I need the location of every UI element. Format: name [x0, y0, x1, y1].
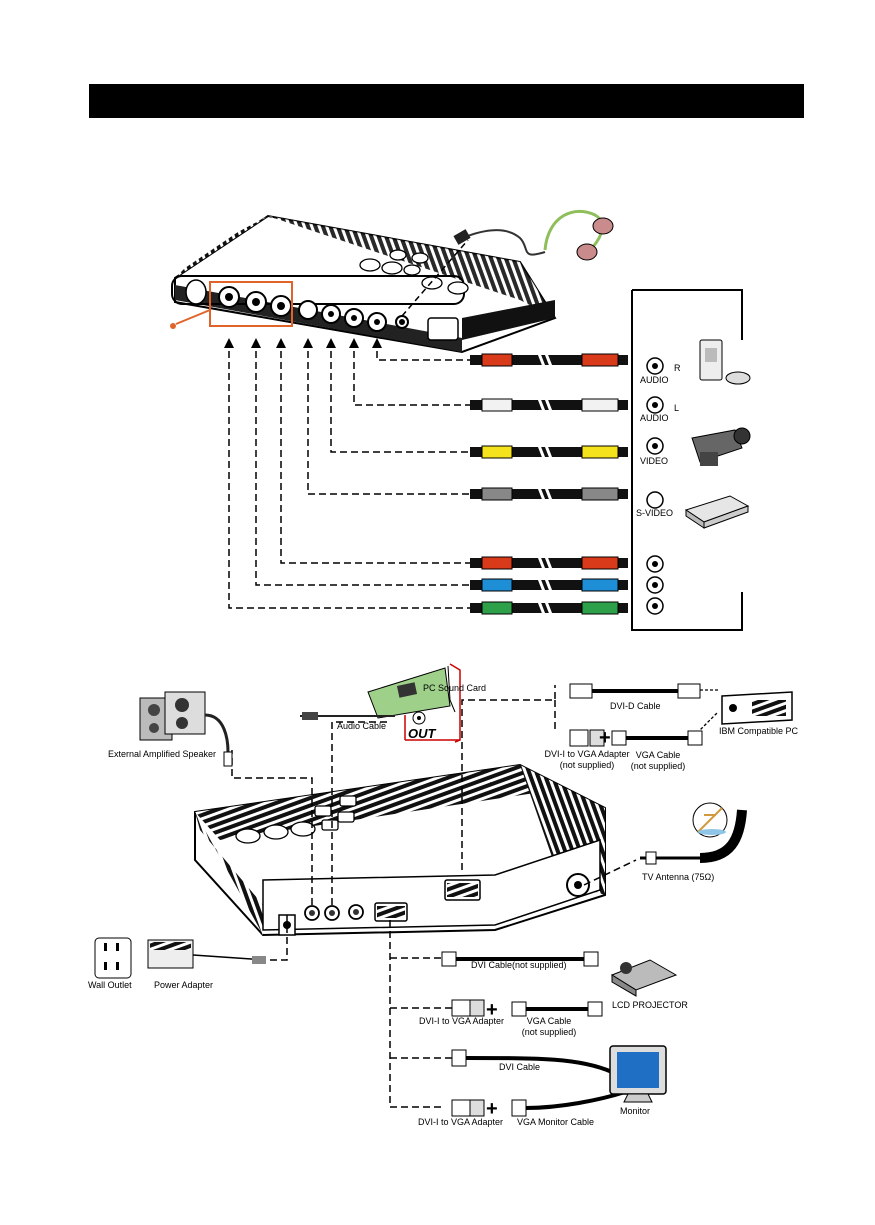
camcorder-icon — [691, 427, 751, 466]
dvi-cable-monitor — [451, 1049, 626, 1117]
label-wall-outlet: Wall Outlet — [88, 980, 132, 990]
port-label-audio-r: AUDIO — [640, 375, 669, 385]
plus-sign: + — [599, 727, 611, 749]
label-vga-cable-mid: VGA Cable — [526, 1016, 572, 1026]
label-dvii-vga-adapter-mid: DVI-I to VGA Adapter — [419, 1016, 505, 1026]
dvi-vga-adapter-mid — [451, 999, 603, 1017]
label-out: OUT — [408, 726, 436, 741]
plus-sign: + — [486, 999, 498, 1021]
game-console-icon — [699, 339, 751, 385]
label-vga-monitor-cable: VGA Monitor Cable — [517, 1117, 595, 1127]
label-not-supplied-1: (not supplied) — [559, 760, 615, 770]
cable-component-pb — [251, 338, 628, 595]
label-pc-sound-card: PC Sound Card — [423, 683, 487, 693]
label-not-supplied-3: (not supplied) — [521, 1027, 577, 1037]
sound-card-icon — [300, 663, 461, 743]
speaker-icon — [139, 691, 233, 767]
label-audio-cable: Audio Cable — [337, 721, 387, 731]
tv-box-rear — [194, 763, 606, 937]
label-power-adapter: Power Adapter — [154, 980, 214, 990]
label-monitor: Monitor — [620, 1106, 651, 1116]
port-label-audio-l: AUDIO — [640, 413, 669, 423]
label-not-supplied-2: (not supplied) — [630, 761, 686, 771]
label-tv-antenna: TV Antenna (75Ω) — [642, 872, 715, 882]
title-bar — [89, 84, 804, 118]
projector-icon — [610, 959, 678, 997]
pc-tower-icon — [721, 691, 793, 725]
label-lcd-projector: LCD PROJECTOR — [612, 1000, 688, 1010]
cable-component-y — [224, 338, 628, 618]
component-input-highlight — [209, 281, 293, 327]
dvi-vga-adapter-top — [569, 729, 703, 747]
antenna-icon — [640, 802, 747, 865]
dvd-player-icon — [684, 495, 750, 529]
cable-audio-l — [349, 338, 628, 415]
label-vga-cable-top: VGA Cable — [635, 750, 681, 760]
port-label-svideo: S-VIDEO — [636, 508, 674, 518]
headphones-icon — [401, 209, 614, 317]
wall-outlet-icon — [94, 937, 132, 979]
port-label-l: L — [674, 403, 680, 413]
cable-component-pr — [276, 338, 628, 573]
plus-sign: + — [486, 1098, 498, 1120]
power-adapter-icon — [147, 939, 266, 969]
label-dvi-cable-ns: DVI Cable(not supplied) — [471, 960, 567, 970]
port-label-video: VIDEO — [640, 456, 669, 466]
label-speaker: External Amplified Speaker — [108, 749, 217, 759]
cable-svideo — [303, 338, 628, 504]
monitor-icon — [609, 1045, 667, 1103]
label-dvii-vga-adapter-bot: DVI-I to VGA Adapter — [418, 1117, 504, 1127]
source-devices-panel — [631, 289, 743, 631]
dvi-cable-ns — [441, 951, 599, 967]
label-dvi-cable: DVI Cable — [499, 1062, 541, 1072]
dvi-d-cable — [569, 683, 701, 699]
label-dvid-cable: DVI-D Cable — [610, 701, 661, 711]
label-ibm-pc: IBM Compatible PC — [719, 726, 799, 736]
port-label-r: R — [674, 363, 681, 373]
cable-video — [326, 338, 628, 462]
label-dvii-vga-adapter-top: DVI-I to VGA Adapter — [544, 749, 630, 759]
cable-audio-r — [372, 338, 628, 370]
tv-box-front — [170, 214, 557, 354]
